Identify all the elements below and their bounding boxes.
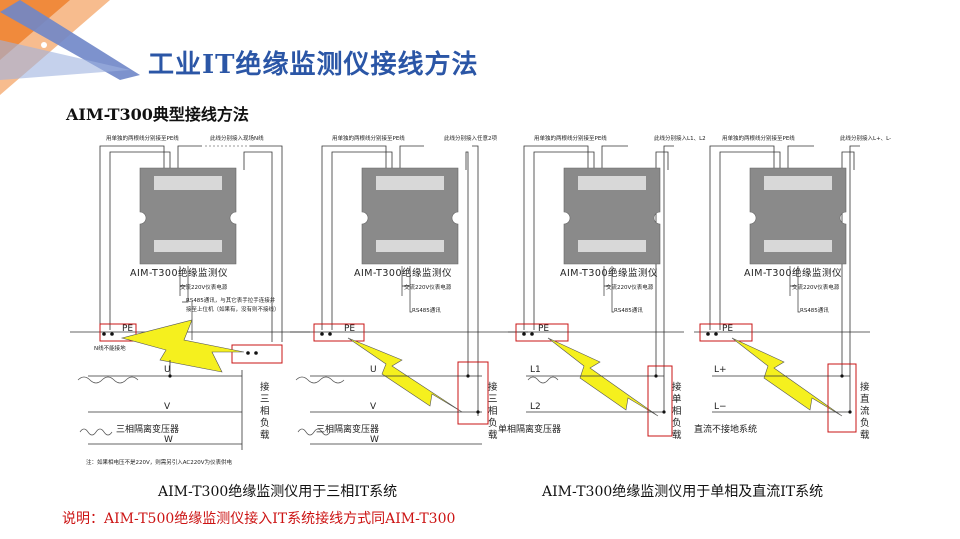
top-left-label: 用单独的两根线分别接至PE线 [106,134,179,142]
footnote: 注：如果相电压不是220V，则需另引入AC220V为仪表供电 [86,458,233,466]
diagram-dc: 用单独的两根线分别接至PE线 此线分别接入L+、L- AIM-T300绝缘监测仪… [694,134,891,441]
svg-text:接: 接 [860,381,870,393]
phase-w: W [164,435,173,445]
device-label: AIM-T300绝缘监测仪 [354,267,452,279]
section-subtitle: AIM-T300典型接线方法 [66,105,249,124]
pole-negative: L− [714,402,727,412]
top-left-label: 用单独的两根线分别接至PE线 [722,134,795,142]
svg-text:接: 接 [672,381,682,393]
top-left-label: 用单独的两根线分别接至PE线 [534,134,607,142]
svg-text:相: 相 [260,405,270,417]
system-label: 直流不接地系统 [694,423,757,435]
svg-text:接: 接 [488,381,498,393]
power-label: 交流220V仪表电源 [792,283,840,291]
pe-highlight-box [699,323,753,342]
transformer-label: 三相隔离变压器 [316,423,379,435]
comm-label: RS485通讯 [412,306,441,314]
svg-text:直: 直 [860,393,870,405]
phase-v: V [370,402,377,412]
comm-label: RS485通讯 [800,306,829,314]
page-title: 工业IT绝缘监测仪接线方法 [148,50,479,80]
comm-label: RS485通讯 [614,306,643,314]
svg-text:三: 三 [488,394,498,405]
diagram-three-phase-2: 用单独的两根线分别接至PE线 此线分别接入任意2项 AIM-T300绝缘监测仪 … [290,134,528,445]
load-label: 接 三 相 负 载 [260,381,270,441]
top-left-label: 用单独的两根线分别接至PE线 [332,134,405,142]
svg-text:接: 接 [260,381,270,393]
pe-highlight-box [313,323,365,342]
phase-l1: L1 [530,365,541,375]
svg-text:流: 流 [860,405,870,417]
device-body [139,167,237,265]
load-highlight-box [827,363,857,433]
svg-text:载: 载 [672,429,682,441]
load-label: 接 直 流 负 载 [860,381,870,441]
caption-three-phase: AIM-T300绝缘监测仪用于三相IT系统 [158,484,398,500]
svg-text:相: 相 [488,405,498,417]
power-label: 交流220V仪表电源 [180,283,228,291]
diagram-single-phase: 用单独的两根线分别接至PE线 此线分别接入L1、L2 AIM-T300绝缘监测仪… [498,134,706,441]
load-highlight-box [457,361,489,425]
phase-w: W [370,435,379,445]
power-label: 交流220V仪表电源 [606,283,654,291]
device-label: AIM-T300绝缘监测仪 [130,267,228,279]
svg-text:负: 负 [860,417,870,429]
pe-highlight-box [515,323,569,342]
load-highlight-box [647,365,673,437]
power-label: 交流220V仪表电源 [404,283,452,291]
corner-decoration [0,0,140,95]
transformer-label: 三相隔离变压器 [116,423,179,435]
top-right-label: 此线分别接入L+、L- [840,134,891,142]
comm-label-b: 接至上位机（如果有，没有则不接线） [186,305,280,313]
svg-text:载: 载 [860,429,870,441]
transformer-label: 单相隔离变压器 [498,423,561,435]
phase-u: U [164,365,171,375]
svg-text:负: 负 [260,417,270,429]
comm-label-a: RS485通讯，与其它表手拉手连接并 [186,296,276,304]
pe-label: PE [538,324,549,334]
pe-label: PE [122,324,133,334]
svg-text:三: 三 [260,394,270,405]
svg-text:载: 载 [488,429,498,441]
top-right-label: 此线分别接入L1、L2 [654,134,706,142]
pe-label: PE [722,324,733,334]
svg-text:负: 负 [672,417,682,429]
device-label: AIM-T300绝缘监测仪 [744,267,842,279]
top-right-label: 此线分别接入现场N线 [210,134,264,142]
load-label: 接 单 相 负 载 [672,381,682,441]
note-text: 说明：AIM-T500绝缘监测仪接入IT系统接线方式同AIM-T300 [62,511,456,527]
diagram-three-phase-1: 用单独的两根线分别接至PE线 此线分别接入现场N线 AIM-T300绝缘监测仪 … [70,134,310,466]
phase-l2: L2 [530,402,541,412]
top-right-label: 此线分别接入任意2项 [444,134,497,142]
svg-text:载: 载 [260,429,270,441]
load-label: 接 三 相 负 载 [488,381,498,441]
wiring-diagrams: 用单独的两根线分别接至PE线 此线分别接入现场N线 AIM-T300绝缘监测仪 … [70,134,891,466]
phase-u: U [370,365,377,375]
caption-single-phase-dc: AIM-T300绝缘监测仪用于单相及直流IT系统 [542,484,824,500]
pe-label: PE [344,324,355,334]
phase-v: V [164,402,171,412]
pe-highlight-box [99,323,137,342]
svg-text:负: 负 [488,417,498,429]
pole-positive: L+ [714,365,727,375]
n-note: N线不能接地 [94,344,126,352]
svg-text:单: 单 [672,393,682,405]
n-highlight-box [231,344,283,364]
svg-text:相: 相 [672,405,682,417]
device-label: AIM-T300绝缘监测仪 [560,267,658,279]
